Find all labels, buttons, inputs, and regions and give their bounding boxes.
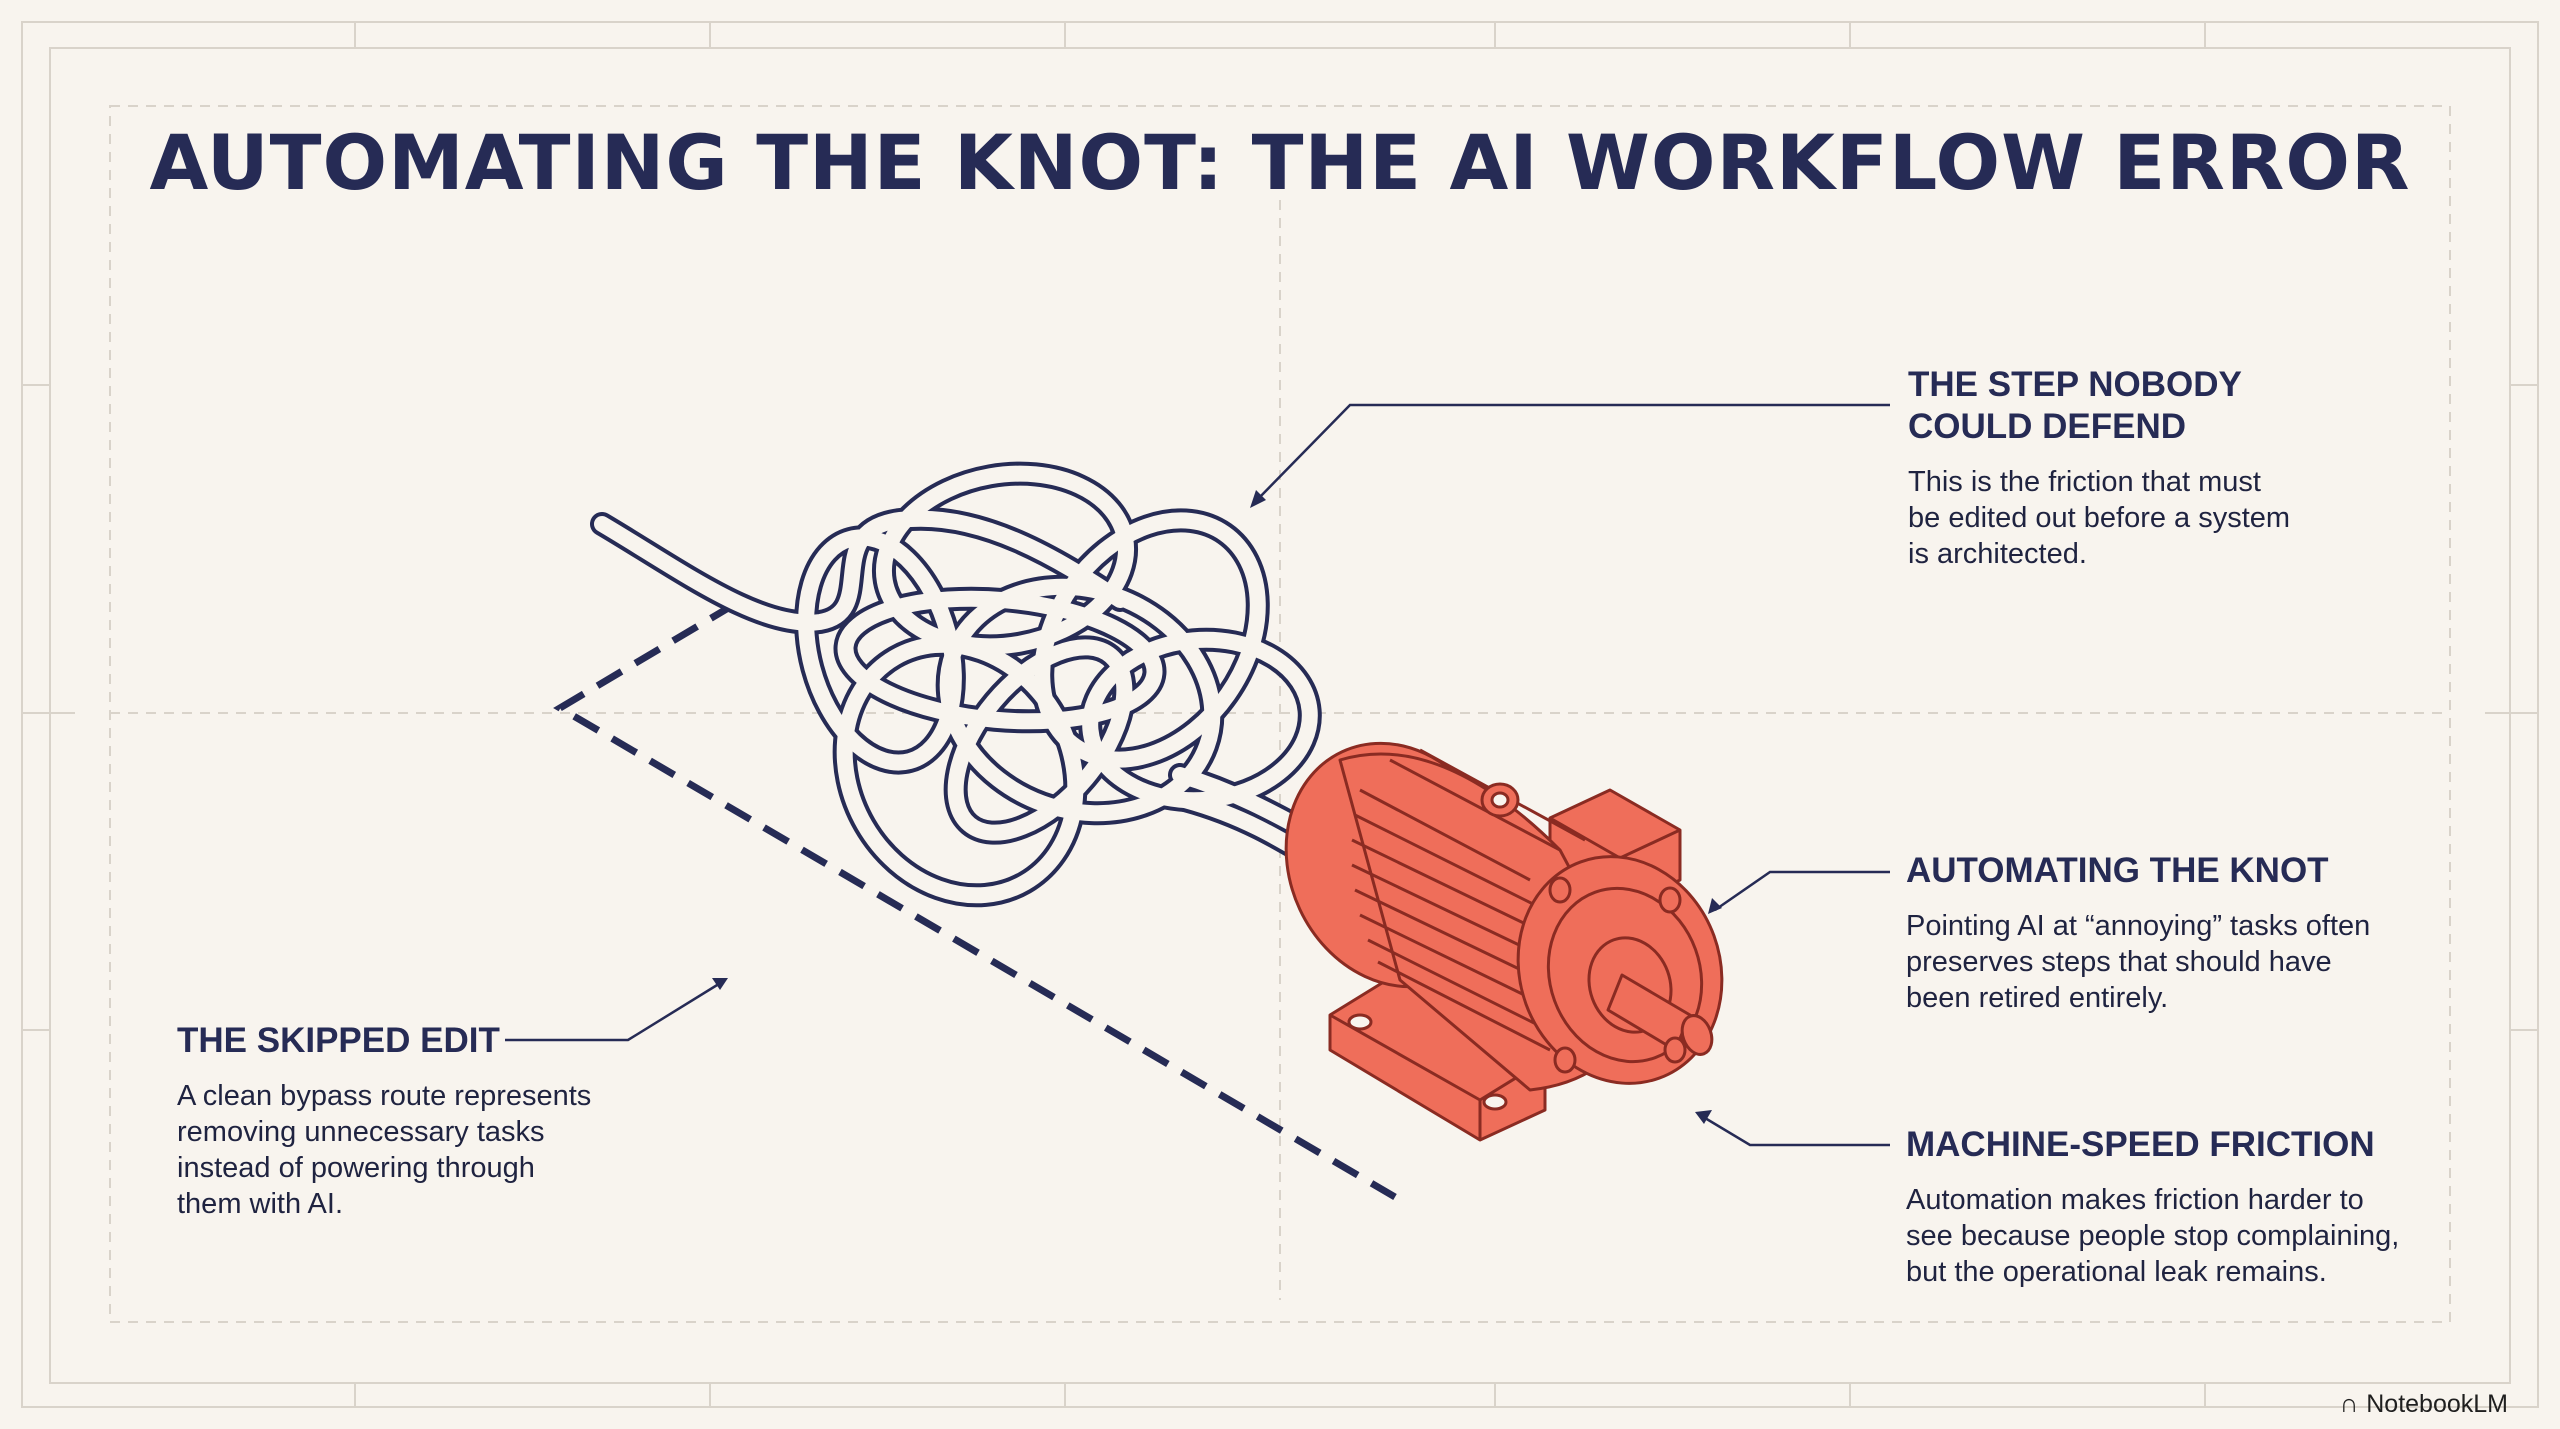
callout-skip-body-line-4: them with AI. [177, 1188, 344, 1220]
callout-friction-body-line-1: Automation makes friction harder to [1906, 1184, 2364, 1216]
arrow-friction-icon [1695, 1110, 1712, 1124]
callout-step-title-line-1: THE STEP NOBODY [1908, 365, 2242, 404]
callout-skip-body: A clean bypass route represents removing… [177, 1078, 657, 1222]
callout-knot-title: AUTOMATING THE KNOT [1906, 851, 2329, 890]
bypass-route [553, 600, 1397, 1201]
arrow-skip-icon [712, 978, 728, 990]
callout-knot-body-line-2: preserves steps that should have [1906, 946, 2332, 978]
leader-friction [1699, 1113, 1890, 1147]
callout-step-body: This is the friction that must be edited… [1908, 464, 2468, 572]
callout-step-nobody-could-defend: THE STEP NOBODY COULD DEFEND This is the… [1908, 364, 2468, 572]
arrowheads [712, 490, 1722, 1124]
callout-skip-body-line-3: instead of powering through [177, 1152, 535, 1184]
callout-knot-body-line-1: Pointing AI at “annoying” tasks often [1906, 910, 2371, 942]
callout-friction-title: MACHINE-SPEED FRICTION [1906, 1125, 2375, 1164]
leader-skip [505, 980, 723, 1042]
callout-step-title: THE STEP NOBODY COULD DEFEND [1908, 364, 2468, 448]
callout-step-body-line-2: be edited out before a system [1908, 502, 2291, 534]
arrow-step-icon [1250, 490, 1266, 508]
callout-friction-body-line-3: but the operational leak remains. [1906, 1256, 2327, 1288]
callout-step-body-line-3: is architected. [1908, 538, 2087, 570]
callout-friction-body: Automation makes friction harder to see … [1906, 1182, 2466, 1290]
notebooklm-brand: ∩NotebookLM [2340, 1388, 2508, 1419]
callout-knot-body-line-3: been retired entirely. [1906, 982, 2169, 1014]
callout-step-body-line-1: This is the friction that must [1908, 466, 2261, 498]
callout-skip-body-line-1: A clean bypass route represents [177, 1080, 592, 1112]
electric-motor [1284, 741, 1724, 1142]
page-title: AUTOMATING THE KNOT: THE AI WORKFLOW ERR… [149, 118, 2411, 207]
callout-skipped-edit: THE SKIPPED EDIT A clean bypass route re… [177, 1020, 657, 1222]
arrow-knot-icon [1708, 898, 1722, 914]
callout-skip-title: THE SKIPPED EDIT [177, 1021, 500, 1060]
notebook-logo-icon: ∩ [2339, 1388, 2359, 1418]
leader-step [1254, 403, 1890, 503]
tangled-knot [590, 461, 1352, 908]
callout-automating-the-knot: AUTOMATING THE KNOT Pointing AI at “anno… [1906, 850, 2466, 1016]
callout-knot-body: Pointing AI at “annoying” tasks often pr… [1906, 908, 2466, 1016]
callout-friction-body-line-2: see because people stop complaining, [1906, 1220, 2400, 1252]
callout-step-title-line-2: COULD DEFEND [1908, 407, 2187, 446]
brand-label: NotebookLM [2366, 1390, 2508, 1418]
leader-knot [1714, 870, 1890, 912]
leader-lines [505, 403, 1890, 1147]
callout-machine-speed-friction: MACHINE-SPEED FRICTION Automation makes … [1906, 1124, 2466, 1290]
blueprint-frame [21, 21, 2539, 1408]
callout-skip-body-line-2: removing unnecessary tasks [177, 1116, 545, 1148]
